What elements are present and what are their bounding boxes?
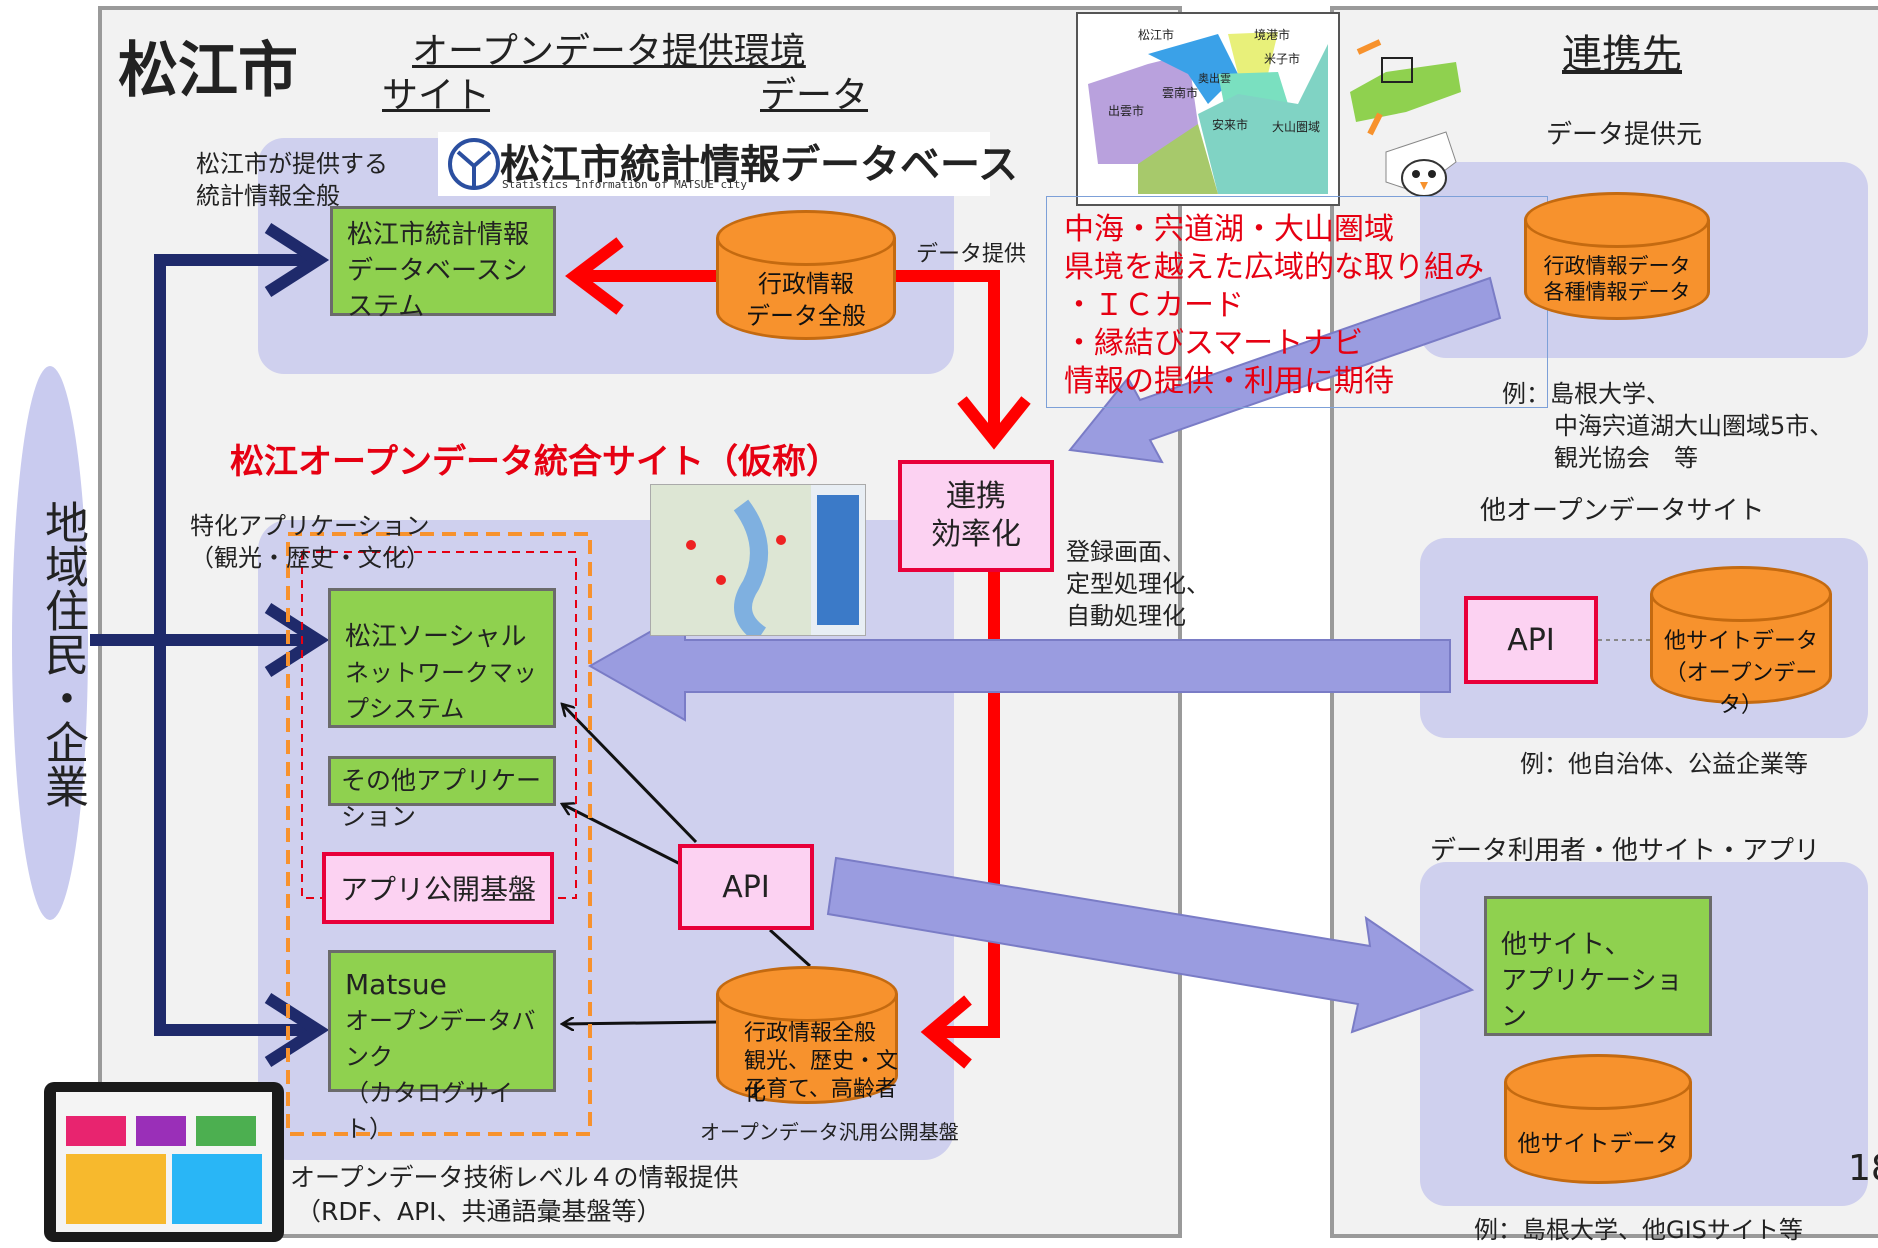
apps-caption-1: 特化アプリケーション: [190, 512, 430, 540]
other-cyl-line2: （オープンデータ）: [1664, 661, 1818, 718]
users-cyl-label: 他サイトデータ: [1517, 1131, 1679, 1157]
region-map-shapes: [1088, 32, 1328, 194]
social-map-line2: ネットワークマップシステム: [345, 659, 537, 723]
other-sites-example: 例：他自治体、公益企業等: [1520, 750, 1808, 778]
partner-api-label: API: [1507, 622, 1555, 658]
users-apps-box: 他サイト、 アプリケーション: [1484, 896, 1712, 1036]
other-apps-label: その他アプリケーション: [341, 766, 542, 831]
navy-arrows: [90, 222, 330, 1068]
data-label: データ: [760, 75, 869, 116]
map-label-yonago: 米子市: [1264, 52, 1301, 66]
app-platform-label: アプリ公開基盤: [339, 873, 536, 906]
linkage-line2: 効率化: [931, 517, 1021, 552]
provider-example-3: 観光協会 等: [1554, 444, 1698, 472]
env-title: オープンデータ提供環境: [412, 31, 806, 72]
integrated-site-title: 松江オープンデータ統合サイト（仮称）: [230, 442, 840, 482]
app-platform-box: アプリ公開基盤: [322, 852, 554, 924]
map-label-yasugi: 安来市: [1212, 118, 1249, 132]
region-map: 松江市 境港市 米子市 出雲市 安来市 大山圏域 雲南市 奥出雲: [1076, 12, 1340, 206]
stats-db-system-line1: 松江市統計情報: [347, 220, 530, 250]
mascot-icon: [1396, 148, 1452, 198]
map-label-matsue: 松江市: [1138, 28, 1175, 42]
social-map-line1: 松江ソーシャル: [345, 622, 527, 652]
regional-line-5: 情報の提供・利用に期待: [1064, 364, 1394, 399]
stats-db-system: 松江市統計情報 データベースシステム: [330, 206, 556, 322]
open-data-bank: Matsue オープンデータバンク （カタログサイト）: [328, 950, 556, 1143]
other-applications: その他アプリケーション: [328, 756, 556, 831]
stats-logo-subtitle: Statistics Information of MATSUE city: [502, 178, 748, 191]
admin-data-line2: データ全般: [746, 302, 866, 330]
admin-all-caption: オープンデータ汎用公開基盤: [700, 1120, 959, 1144]
tech-level-line2: （RDF、API、共通語彙基盤等）: [296, 1197, 662, 1226]
bank-line1: Matsue: [345, 968, 447, 1001]
tablet-thumbnail: [44, 1082, 284, 1242]
orange-dashed-frame: [286, 532, 592, 1136]
partner-api-box: API: [1464, 596, 1598, 684]
social-network-map-system: 松江ソーシャル ネットワークマップシステム: [328, 588, 556, 728]
red-flow-arrows: [565, 237, 1031, 1069]
residents-ellipse: [12, 366, 88, 920]
regional-line-1: 中海・宍道湖・大山圏域: [1064, 212, 1394, 247]
stats-db-system-line2: データベースシステム: [347, 256, 528, 322]
api-center-box: API: [678, 844, 814, 930]
regional-line-4: ・縁結びスマートナビ: [1064, 326, 1364, 361]
admin-all-line3: 子育て、高齢者: [744, 1077, 897, 1102]
admin-all-line2: 観光、歴史・文化: [744, 1049, 899, 1106]
api-center-label: API: [722, 869, 770, 905]
map-label-sakaiminato: 境港市: [1254, 28, 1291, 42]
provider-cyl-line2: 各種情報データ: [1543, 280, 1691, 304]
linkage-efficiency-box: 連携 効率化: [898, 460, 1054, 572]
admin-all-cylinder: 行政情報全般 観光、歴史・文化 子育て、高齢者: [716, 966, 898, 1106]
map-label-okuizumo: 奥出雲: [1198, 72, 1231, 85]
map-label-unnan: 雲南市: [1162, 86, 1199, 100]
provider-cylinder: 行政情報データ 各種情報データ: [1524, 192, 1710, 320]
stats-logo: 松江市統計情報データベース Statistics Information of …: [438, 132, 1018, 196]
other-cyl-line1: 他サイトデータ: [1663, 629, 1818, 654]
other-sites-title: 他オープンデータサイト: [1480, 496, 1765, 526]
regional-line-2: 県境を越えた広域的な取り組み: [1064, 250, 1484, 285]
users-cylinder: 他サイトデータ: [1504, 1054, 1692, 1184]
admin-all-line1: 行政情報全般: [744, 1021, 877, 1046]
linkage-note-2: 定型処理化、: [1066, 570, 1210, 598]
stats-caption-1: 松江市が提供する: [196, 150, 388, 178]
users-box-line1: 他サイト、: [1501, 930, 1631, 960]
city-title: 松江市: [118, 36, 298, 106]
linkage-line1: 連携: [946, 479, 1006, 514]
provider-example-2: 中海宍道湖大山圏域5市、: [1554, 412, 1834, 440]
bank-line3: （カタログサイト）: [345, 1079, 513, 1143]
admin-data-line1: 行政情報: [758, 270, 854, 298]
users-box-line2: アプリケーション: [1501, 966, 1683, 1032]
data-provision-label: データ提供: [916, 242, 1027, 267]
site-screenshot-thumbnail: [650, 484, 866, 636]
stats-logo-icon: [448, 138, 500, 190]
regional-line-3: ・ＩＣカード: [1064, 288, 1244, 323]
linkage-note-3: 自動処理化: [1066, 602, 1186, 630]
users-title: データ利用者・他サイト・アプリ: [1430, 836, 1821, 866]
bank-line2: オープンデータバンク: [345, 1007, 536, 1071]
users-example: 例：島根大学、他GISサイト等: [1474, 1216, 1803, 1244]
admin-data-cylinder: 行政情報 データ全般: [716, 210, 896, 340]
residents-label: 地域住民・企業: [37, 500, 88, 808]
provider-cyl-line1: 行政情報データ: [1543, 254, 1691, 278]
provider-example-1: 例：島根大学、: [1502, 380, 1670, 408]
tech-level-line1: オープンデータ技術レベル４の情報提供: [290, 1163, 739, 1192]
stats-logo-title: 松江市統計情報データベース: [500, 142, 1018, 188]
api-arrows: [562, 704, 812, 1024]
apps-caption-2: （観光・歴史・文化）: [190, 544, 430, 572]
map-label-izumo: 出雲市: [1108, 104, 1145, 118]
page-number: 18: [1848, 1148, 1878, 1189]
linkage-note-1: 登録画面、: [1066, 538, 1186, 566]
map-label-daisen: 大山圏域: [1272, 120, 1321, 134]
stats-caption-2: 統計情報全般: [196, 182, 340, 210]
other-sites-cylinder: 他サイトデータ （オープンデータ）: [1650, 566, 1832, 718]
provider-title: データ提供元: [1546, 120, 1703, 150]
partners-title: 連携先: [1562, 32, 1682, 78]
site-label: サイト: [382, 75, 491, 116]
